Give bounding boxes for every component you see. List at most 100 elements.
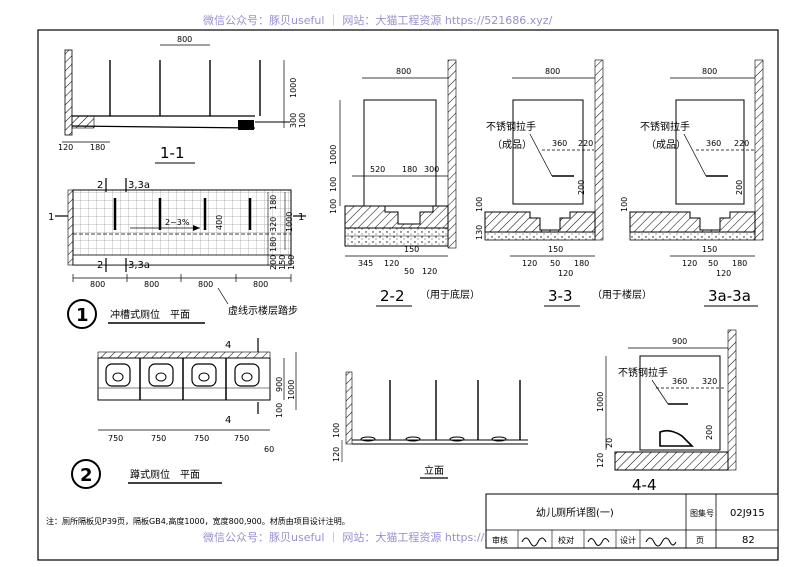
dim-label: 300 (289, 113, 298, 128)
dim-label: 750 (108, 434, 123, 443)
dim-label: 1000 (289, 78, 298, 98)
signature (587, 538, 610, 546)
dim-label: 100 (329, 177, 338, 192)
dim-label: 800 (396, 67, 411, 76)
handrail-label: 不锈钢拉手 (640, 120, 690, 133)
section-3-3-subtitle: （用于楼层） (592, 288, 652, 301)
dim-label: 150 (404, 245, 419, 254)
floor-tile-grid (72, 189, 292, 266)
dim-label: 800 (144, 280, 159, 289)
dim-label: 800 (90, 280, 105, 289)
dim-label: 200 (735, 180, 744, 195)
dim-label: 180 (90, 143, 105, 152)
section-2-2: 800 1000 520 180 300 100 100 345 120 150… (329, 59, 480, 307)
partition-panel (639, 355, 721, 451)
cut-mark-1: 1 (48, 212, 54, 223)
dim-label: 520 (370, 165, 385, 174)
design-label: 设计 (620, 535, 636, 545)
dim-label: 1000 (329, 145, 338, 165)
handrail-note: （成品） (646, 139, 686, 151)
drawing-number-badge (67, 299, 97, 329)
dim-label: 200 (269, 255, 278, 270)
dim-label: 800 (702, 67, 717, 76)
watermark-bottom: 微信公众号：豚贝useful ｜ 网站：大猫工程资源 https://52168… (203, 530, 553, 544)
dim-label: 100 (298, 113, 307, 128)
dim-label: 180 (732, 259, 747, 268)
section-title-3a-3a: 3a-3a (708, 287, 751, 305)
dim-label: 100 (620, 197, 629, 212)
squat-toilet-icon (234, 363, 260, 387)
dim-label: 800 (177, 35, 192, 44)
partition-panel (512, 99, 584, 205)
dim-label: 60 (264, 445, 274, 454)
section-title-2-2: 2-2 (380, 287, 405, 305)
section-title-3-3: 3-3 (548, 287, 573, 305)
plan-2-title: 蹲式厕位 平面 (130, 468, 200, 481)
drawing-name: 幼儿厕所详图(一) (536, 506, 614, 519)
dim-label: 750 (194, 434, 209, 443)
dim-label: 750 (234, 434, 249, 443)
dim-label: 360 (552, 139, 567, 148)
dim-label: 120 (384, 259, 399, 268)
dim-label: 1000 (596, 392, 605, 412)
set-value: 02J915 (730, 508, 765, 519)
plan-1-title: 冲槽式厕位 平面 (110, 308, 190, 321)
watermark-top: 微信公众号：豚贝useful ｜ 网站：大猫工程资源 https://52168… (203, 13, 553, 27)
section-title-1-1: 1-1 (160, 144, 185, 162)
dim-label: 180 (269, 237, 278, 252)
cut-mark-4: 4 (225, 340, 231, 351)
plan-1: 2~3% 400 1 1 2 2 3,3a 3,3a 800 800 800 8… (48, 178, 306, 329)
dim-label: 360 (706, 139, 721, 148)
section-4-4: 900 不锈钢拉手 360 320 1000 200 120 20 4-4 (596, 329, 737, 496)
check-label: 校对 (558, 535, 574, 545)
wall (64, 49, 73, 136)
section-3-3: 800 不锈钢拉手 （成品） 360 220 200 100 130 150 1… (475, 59, 652, 307)
handrail-label: 不锈钢拉手 (486, 120, 536, 133)
dim-label: 320 (269, 217, 278, 232)
footnote: 注：厕所隔板见P39页，隔板GB4,高度1000，宽度800,900。材质由项目… (46, 516, 350, 526)
elevation-title: 立面 (424, 464, 444, 477)
elevation: 120 100 立面 (332, 371, 528, 479)
slope-label: 2~3% (165, 218, 190, 227)
dim-label: 150 (702, 245, 717, 254)
section-2-2-subtitle: （用于底层） (420, 288, 480, 301)
dim-label: 130 (475, 225, 484, 240)
cut-mark-2: 2 (97, 260, 103, 271)
dim-label: 180 (402, 165, 417, 174)
handrail-label: 不锈钢拉手 (618, 366, 668, 379)
dim-label: 120 (558, 269, 573, 278)
dim-label: 180 (269, 195, 278, 210)
dim-label: 100 (475, 197, 484, 212)
cut-mark-2: 2 (97, 180, 103, 191)
plan-2: 4 4 750 750 750 750 60 900 1000 100 2 蹲式… (71, 338, 297, 489)
dim-label: 320 (702, 377, 717, 386)
dim-label: 50 (550, 259, 560, 268)
dim-label: 100 (332, 423, 341, 438)
dim-label: 200 (577, 180, 586, 195)
dim-label: 1000 (285, 212, 294, 232)
dim-label: 20 (605, 438, 614, 448)
dim-label: 345 (358, 259, 373, 268)
dim-label: 120 (332, 447, 341, 462)
dim-label: 180 (574, 259, 589, 268)
wall (447, 59, 457, 249)
section-1-1: 800 1000 300 100 120 180 1-1 (58, 35, 307, 164)
dim-label: 50 (708, 259, 718, 268)
dim-label: 400 (215, 215, 224, 230)
drawing-number-1: 1 (76, 305, 89, 326)
plan-1-note: 虚线示楼层踏步 (228, 304, 298, 317)
dim-label: 220 (578, 139, 593, 148)
wall (754, 59, 764, 241)
dim-label: 120 (58, 143, 73, 152)
dim-label: 800 (198, 280, 213, 289)
squat-toilet-icon (191, 363, 217, 387)
cut-mark-4: 4 (225, 415, 231, 426)
squat-toilet-icon (659, 429, 694, 447)
dim-label: 200 (705, 425, 714, 440)
drawing-number-2: 2 (80, 465, 93, 486)
sheet-border (37, 29, 779, 561)
dim-label: 120 (716, 269, 731, 278)
squat-toilet-icon (148, 363, 174, 387)
cut-mark-3: 3,3a (128, 180, 150, 191)
dim-label: 120 (596, 453, 605, 468)
